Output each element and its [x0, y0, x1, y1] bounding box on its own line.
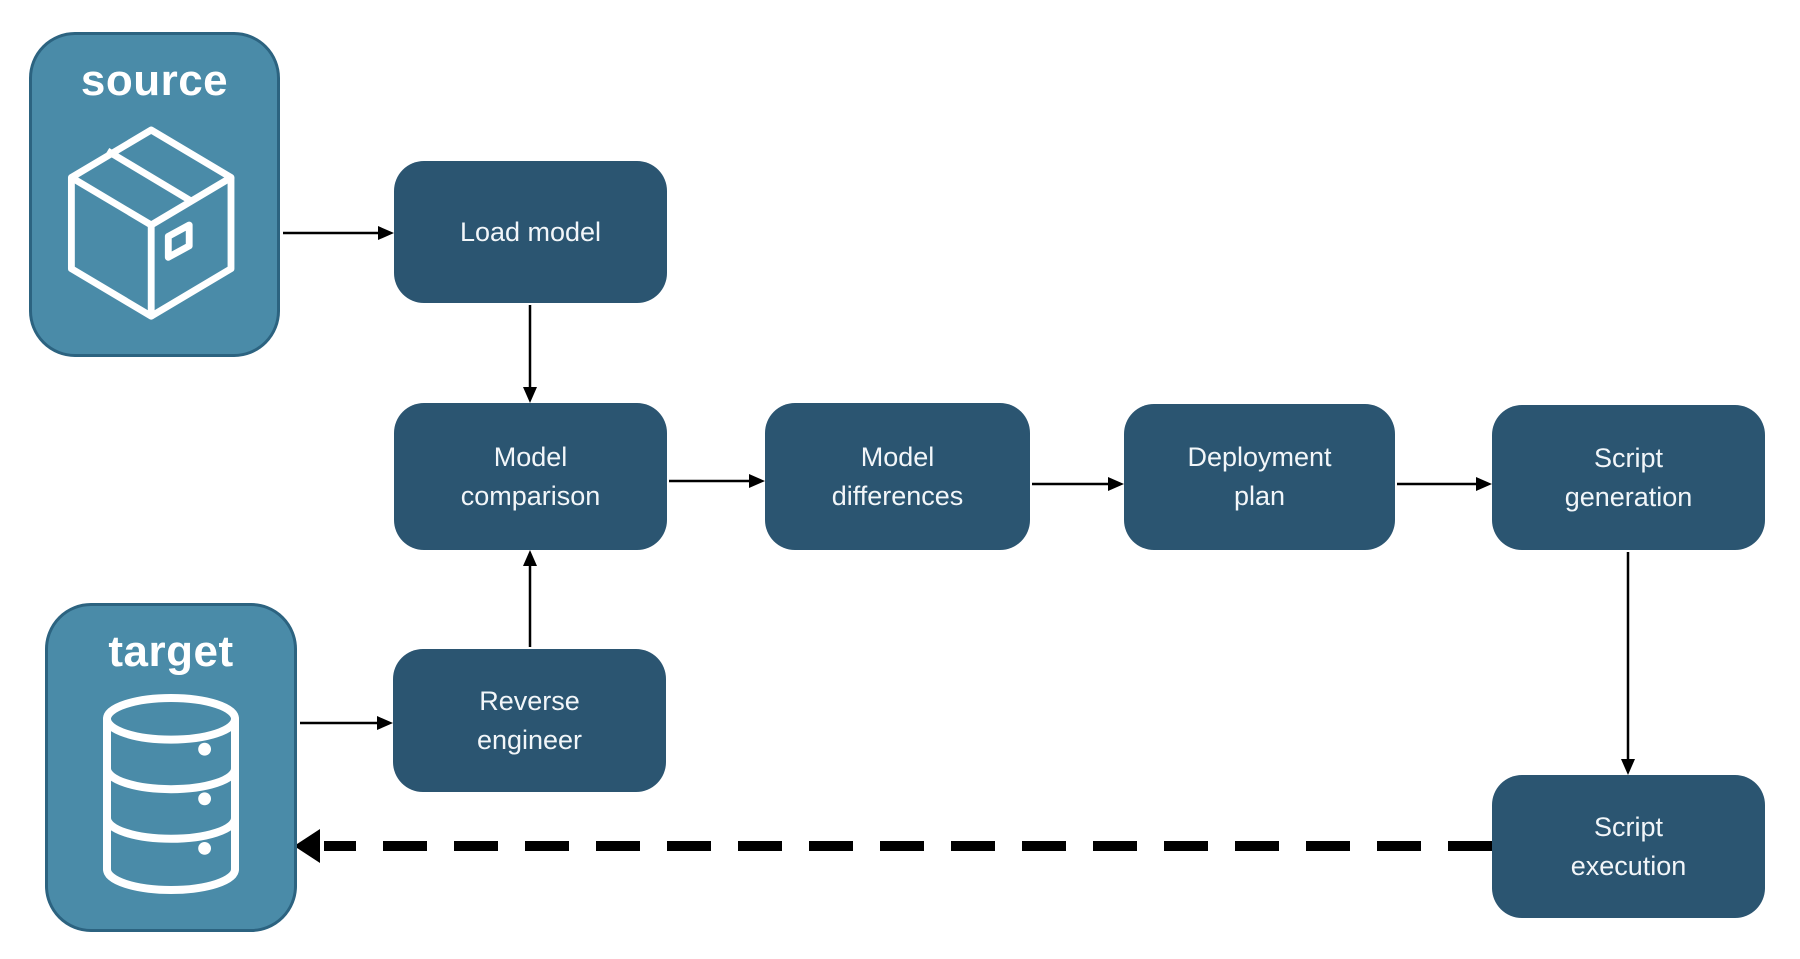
arrow-source-to-load-model — [283, 226, 394, 240]
package-icon — [67, 126, 234, 321]
deployment-plan-label: Deployment plan — [1187, 442, 1332, 511]
node-load-model[interactable]: Load model — [394, 161, 667, 303]
script-generation-label: Script generation — [1564, 442, 1693, 512]
arrow-deployment-plan-to-script-generation — [1397, 477, 1492, 491]
arrow-script-generation-to-script-execution — [1621, 552, 1635, 775]
script-execution-label: Script execution — [1570, 811, 1687, 881]
arrow-load-model-to-model-comparison — [523, 305, 537, 403]
arrow-reverse-engineer-to-model-comparison — [523, 550, 537, 647]
source-label: source — [80, 56, 229, 105]
node-reverse-engineer[interactable]: Reverse engineer — [393, 649, 666, 792]
database-icon — [103, 694, 239, 895]
node-model-differences[interactable]: Model differences — [765, 403, 1030, 550]
node-script-generation[interactable]: Script generation — [1492, 405, 1765, 550]
arrow-model-differences-to-deployment-plan — [1032, 477, 1124, 491]
arrow-script-execution-to-target-dashed — [294, 829, 1492, 863]
model-differences-label: Model differences — [831, 441, 964, 511]
arrow-target-to-reverse-engineer — [300, 716, 393, 730]
model-comparison-label: Model comparison — [460, 441, 601, 511]
source-node[interactable]: source — [29, 32, 280, 357]
arrow-model-comparison-to-model-differences — [669, 474, 765, 488]
load-model-label: Load model — [459, 216, 602, 247]
target-node[interactable]: target — [45, 603, 297, 932]
node-model-comparison[interactable]: Model comparison — [394, 403, 667, 550]
node-deployment-plan[interactable]: Deployment plan — [1124, 404, 1395, 550]
node-script-execution[interactable]: Script execution — [1492, 775, 1765, 918]
target-label: target — [108, 627, 234, 676]
reverse-engineer-label: Reverse engineer — [476, 685, 583, 755]
